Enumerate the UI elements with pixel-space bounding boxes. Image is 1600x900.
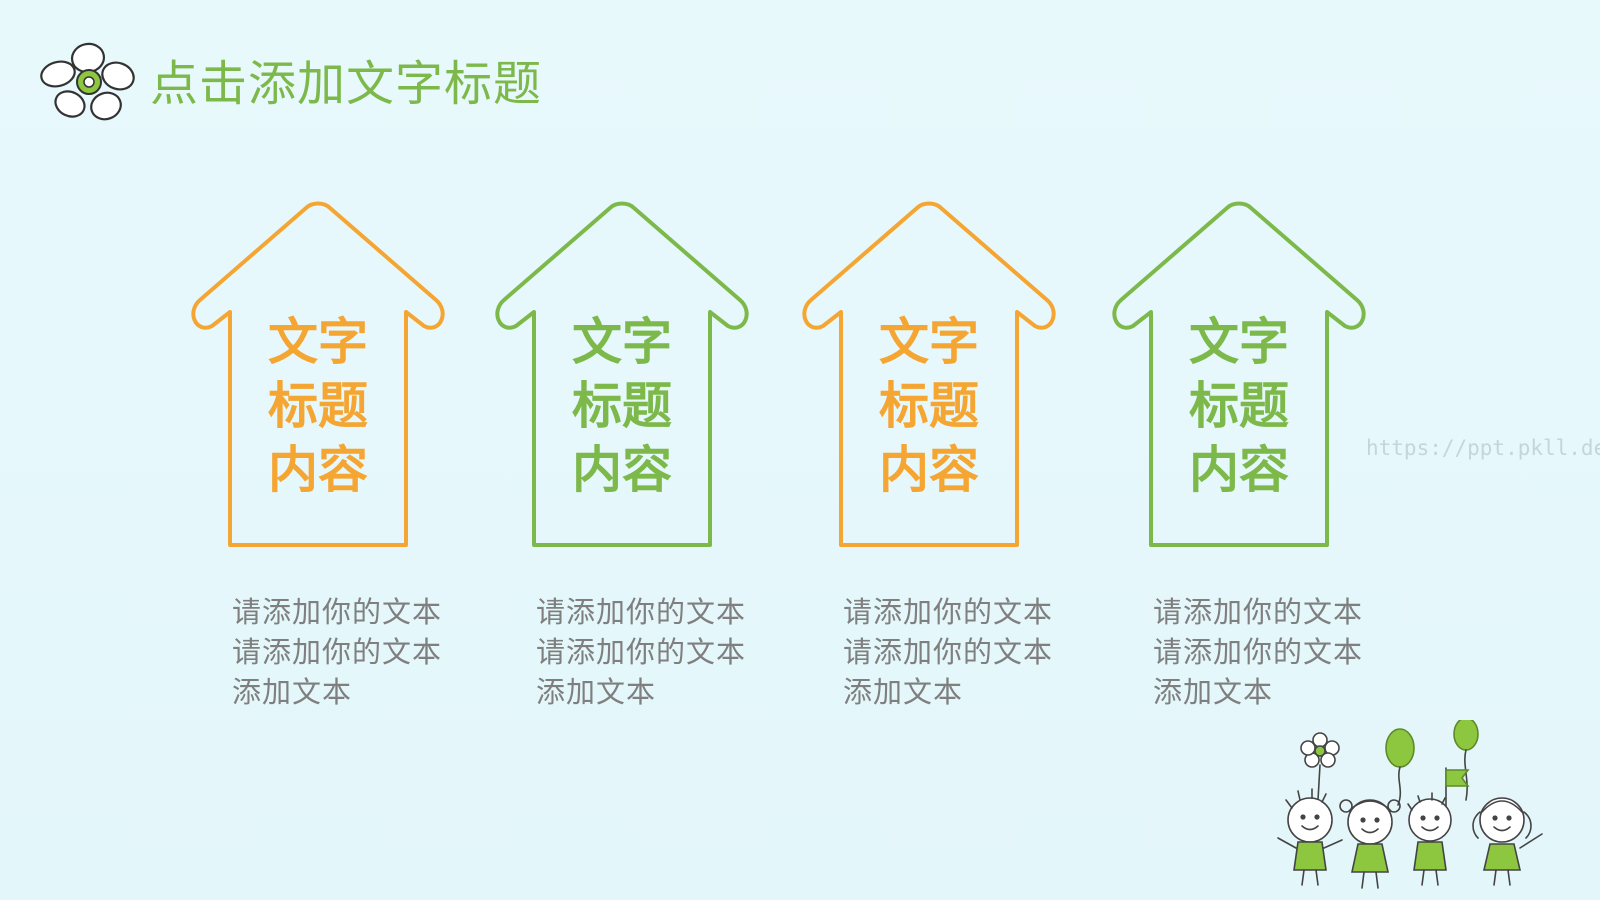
card-description-2[interactable]: 请添加你的文本请添加你的文本添加文本 (536, 595, 747, 709)
house-card-4: 文字 标题 内容 (1109, 200, 1369, 560)
card-title[interactable]: 文字 标题 内容 (1189, 312, 1289, 499)
card-title[interactable]: 文字 标题 内容 (268, 312, 368, 499)
card-description-4[interactable]: 请添加你的文本请添加你的文本添加文本 (1153, 595, 1364, 709)
watermark-url: https://ppt.pkll.de (1366, 436, 1600, 460)
page-title[interactable]: 点击添加文字标题 (150, 56, 543, 112)
card-title[interactable]: 文字 标题 内容 (879, 312, 979, 499)
card-description-3[interactable]: 请添加你的文本请添加你的文本添加文本 (843, 595, 1054, 709)
house-arrow-outline (191, 201, 445, 547)
house-arrow-outline (802, 201, 1056, 547)
house-card-1: 文字 标题 内容 (188, 200, 448, 560)
card-description-1[interactable]: 请添加你的文本请添加你的文本添加文本 (232, 595, 443, 709)
card-title[interactable]: 文字 标题 内容 (572, 312, 672, 499)
kids-with-balloons-illustration (1277, 720, 1543, 889)
house-arrow-outline (495, 201, 749, 547)
house-card-3: 文字 标题 内容 (799, 200, 1059, 560)
house-card-2: 文字 标题 内容 (492, 200, 752, 560)
house-arrow-outline (1112, 201, 1366, 547)
flower-icon (40, 42, 135, 121)
